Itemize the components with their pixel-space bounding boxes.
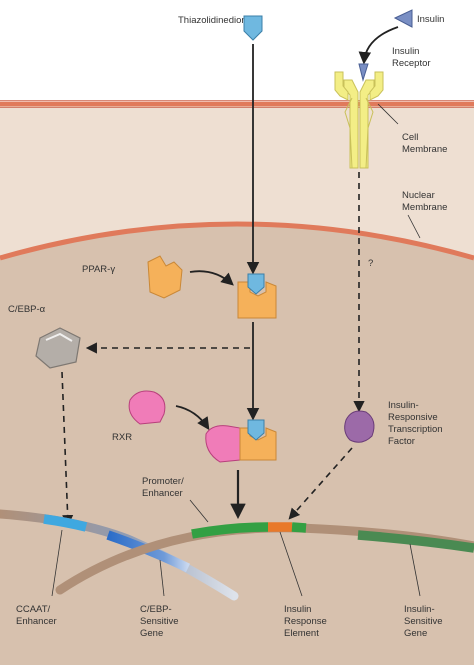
promoter-pointer	[189, 499, 209, 523]
rxr-ppar-complex-icon	[205, 419, 277, 463]
irtf-label-4: Factor	[388, 436, 415, 447]
ire-label-3: Element	[284, 628, 319, 639]
promoter-enhancer-region	[191, 522, 269, 539]
rxr-label: RXR	[112, 432, 132, 443]
cell-membrane-pointer	[377, 103, 399, 125]
isg-label-3: Gene	[404, 628, 427, 639]
cebp-gene-label-1: C/EBP-	[140, 604, 172, 615]
irtf-to-ire-arrow	[288, 447, 353, 520]
isg-label-1: Insulin-	[404, 604, 435, 615]
extracellular-space	[0, 0, 474, 104]
cebp-alpha-highlight	[45, 332, 73, 342]
thiazolidinedione-icon	[243, 15, 263, 41]
cell-membrane-label-2: Membrane	[402, 144, 447, 155]
insulin-receptor-label-1: Insulin	[392, 46, 419, 57]
bound-insulin-icon	[358, 63, 369, 82]
thiazolidinedione-label: Thiazolidinedione	[178, 15, 252, 26]
nuclear-membrane-label-1: Nuclear	[402, 190, 435, 201]
promoter-label-1: Promoter/	[142, 476, 184, 487]
irtf-label-3: Transcription	[388, 424, 443, 435]
insulin-binding-arrow	[358, 26, 399, 65]
isg-label-2: Sensitive	[404, 616, 443, 627]
cebp-alpha-label: C/EBP-α	[8, 304, 46, 315]
irtf-label-1: Insulin-	[388, 400, 419, 411]
unknown-pathway-label: ?	[368, 258, 373, 269]
insulin-receptor-icon	[334, 63, 384, 169]
ccaat-label-1: CCAAT/	[16, 604, 50, 615]
ire-flank-region	[291, 522, 307, 533]
rxr-binding-arrow	[175, 405, 210, 431]
cebp-gene-label-2: Sensitive	[140, 616, 179, 627]
ccaat-enhancer-region	[43, 514, 88, 532]
insulin-receptor-label-2: Receptor	[392, 58, 431, 69]
ccaat-pointer	[51, 529, 63, 597]
nuclear-membrane-pointer	[407, 214, 421, 239]
nuclear-membrane-label-2: Membrane	[402, 202, 447, 213]
cebp-gene-label-3: Gene	[140, 628, 163, 639]
ccaat-label-2: Enhancer	[16, 616, 57, 627]
ppar-activation-arrow	[189, 270, 234, 286]
nuclear-membrane	[0, 221, 474, 261]
insulin-label: Insulin	[417, 14, 444, 25]
promoter-label-2: Enhancer	[142, 488, 183, 499]
isg-pointer	[409, 543, 421, 597]
irtf-label-2: Responsive	[388, 412, 438, 423]
ire-pointer	[279, 531, 303, 597]
cebp-to-ccaat-arrow	[61, 371, 74, 527]
insulin-sensitive-gene-region	[357, 530, 474, 553]
ire-label-2: Response	[284, 616, 327, 627]
cell-membrane-label-1: Cell	[402, 132, 418, 143]
rxr-icon	[128, 390, 166, 425]
irtf-icon	[344, 410, 375, 443]
ppar-drug-complex-icon	[237, 273, 277, 319]
cebp-alpha-icon	[35, 327, 81, 369]
insulin-icon	[393, 9, 413, 28]
ire-label-1: Insulin	[284, 604, 311, 615]
ppar-icon	[147, 255, 183, 299]
ppar-label: PPAR-γ	[82, 264, 115, 275]
cebp-gene-pointer	[159, 559, 165, 597]
